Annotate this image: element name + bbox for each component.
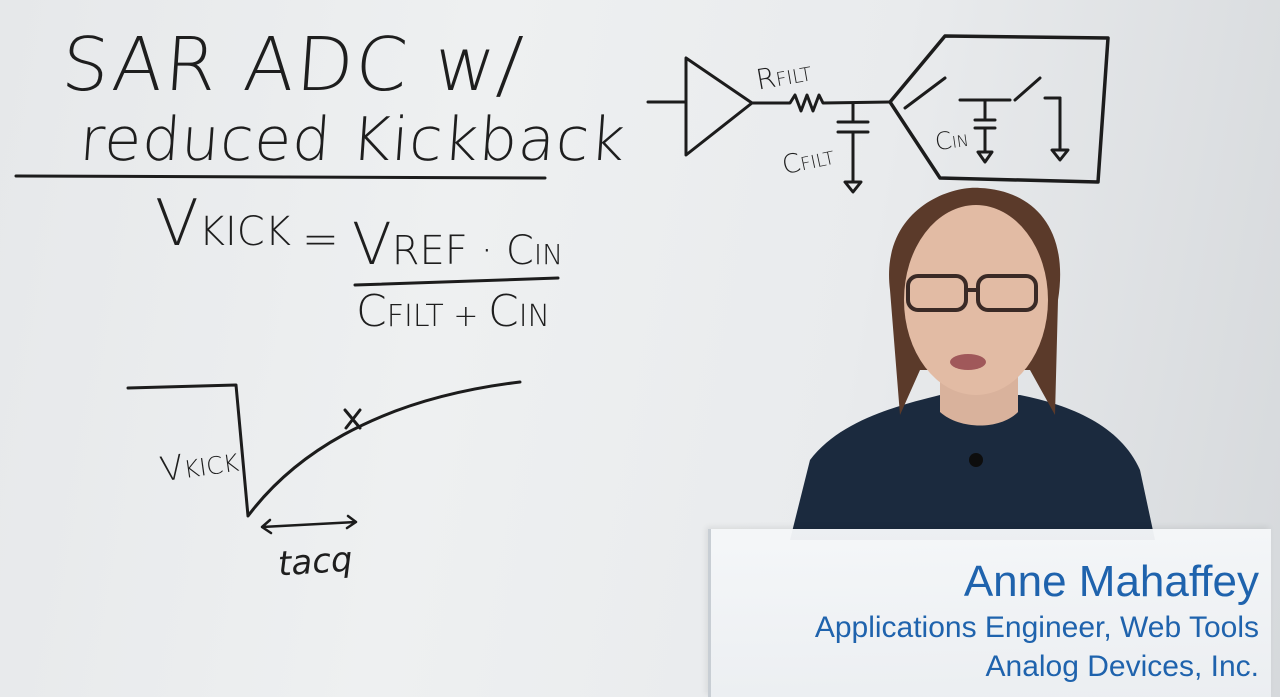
- presenter-sweater: [790, 395, 1155, 540]
- cin-capacitor-symbol: [973, 98, 997, 164]
- equation-den-c2: C: [487, 286, 519, 337]
- curve-marker-x: [343, 408, 362, 430]
- adc-input-box: [888, 34, 1110, 184]
- cin-sub: IN: [950, 130, 970, 152]
- equation-num-c: C: [505, 228, 534, 274]
- equation-equals: =: [302, 214, 339, 265]
- equation-den-in: IN: [518, 299, 550, 334]
- presenter-figure: [790, 187, 1155, 540]
- lapel-microphone: [969, 453, 983, 467]
- kickback-step-curve: [126, 380, 522, 518]
- cfilt-capacitor-symbol: [836, 101, 870, 194]
- equation-num-dot: ·: [467, 228, 506, 274]
- title-line-2: reduced Kickback: [77, 105, 629, 175]
- schematic-cin-label: CIN: [933, 126, 970, 157]
- lower-third-caption: Anne Mahaffey Applications Engineer, Web…: [708, 529, 1271, 697]
- equation-den-plus: +: [443, 299, 488, 334]
- presenter-company: Analog Devices, Inc.: [985, 650, 1259, 683]
- equation-num-v: V: [352, 210, 392, 278]
- equation-lhs-main: V: [155, 187, 199, 261]
- glasses-left-lens: [906, 274, 968, 312]
- presenter-role: Applications Engineer, Web Tools: [814, 611, 1259, 644]
- equation-den-c1: C: [356, 286, 387, 337]
- equation-den-filt: FILT: [386, 299, 444, 334]
- equation-numerator: VREF · CIN: [352, 215, 563, 273]
- equation-denominator: CFILT + CIN: [356, 290, 550, 334]
- title-line-1: SAR ADC w/: [58, 22, 528, 108]
- cin-main: C: [933, 126, 954, 157]
- equation-num-ref: REF: [391, 228, 468, 274]
- equation-num-in: IN: [533, 238, 564, 271]
- presenter-name: Anne Mahaffey: [963, 557, 1259, 606]
- graph-tacq-label: tacq: [276, 539, 354, 585]
- graph-vkick-main: V: [157, 447, 187, 491]
- equation-lhs-sub: KICK: [198, 209, 291, 255]
- presenter-mouth: [950, 354, 986, 370]
- fraction-bar: [353, 276, 560, 287]
- title-underline: [14, 174, 547, 180]
- ground-symbol: [1050, 96, 1070, 162]
- tacq-arrow: [260, 514, 358, 535]
- equation-lhs: VKICK: [155, 192, 291, 256]
- switch-lines: [903, 76, 1062, 110]
- amplifier-triangle-symbol: [684, 56, 754, 157]
- glasses-right-lens: [976, 274, 1038, 312]
- rfilt-wire-and-resistor: [750, 93, 892, 113]
